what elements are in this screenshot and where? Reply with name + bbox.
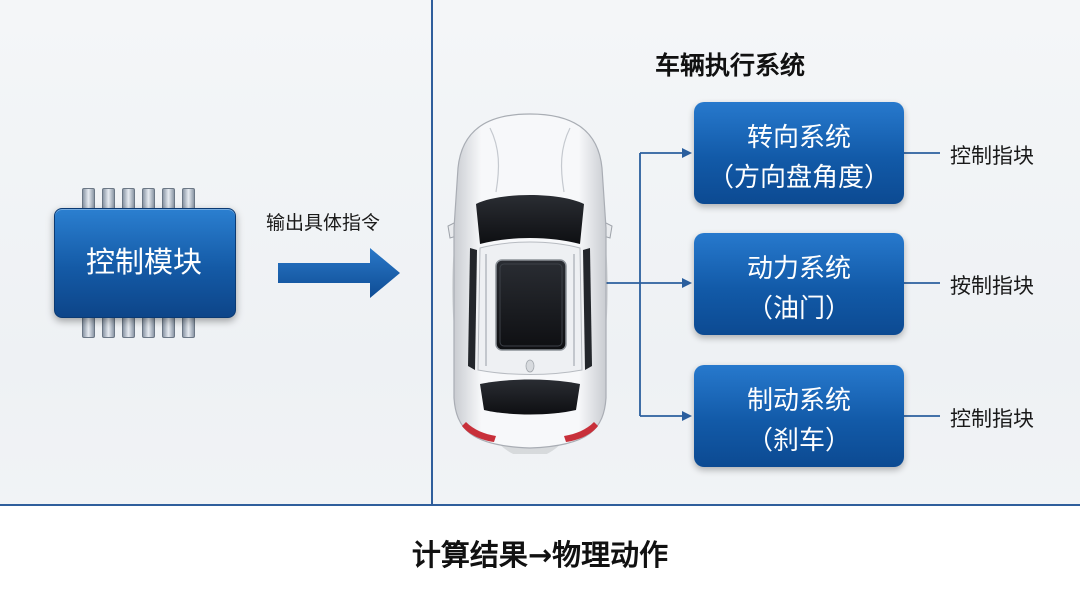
power-system-box: 动力系统 （油门） [694, 233, 904, 335]
steering-system-name: 转向系统 [694, 117, 904, 154]
brake-system-detail: （刹车） [694, 420, 904, 457]
steering-system-box: 转向系统 （方向盘角度） [694, 102, 904, 204]
power-system-note: 按制指块 [950, 270, 1034, 300]
brake-system-note: 控制指块 [950, 403, 1034, 433]
brake-system-box: 制动系统 （刹车） [694, 365, 904, 467]
car-top-view-icon [440, 108, 620, 454]
steering-system-detail: （方向盘角度） [694, 157, 904, 194]
power-system-detail: （油门） [694, 288, 904, 325]
brake-system-name: 制动系统 [694, 380, 904, 417]
power-system-name: 动力系统 [694, 248, 904, 285]
steering-system-note: 控制指块 [950, 140, 1034, 170]
